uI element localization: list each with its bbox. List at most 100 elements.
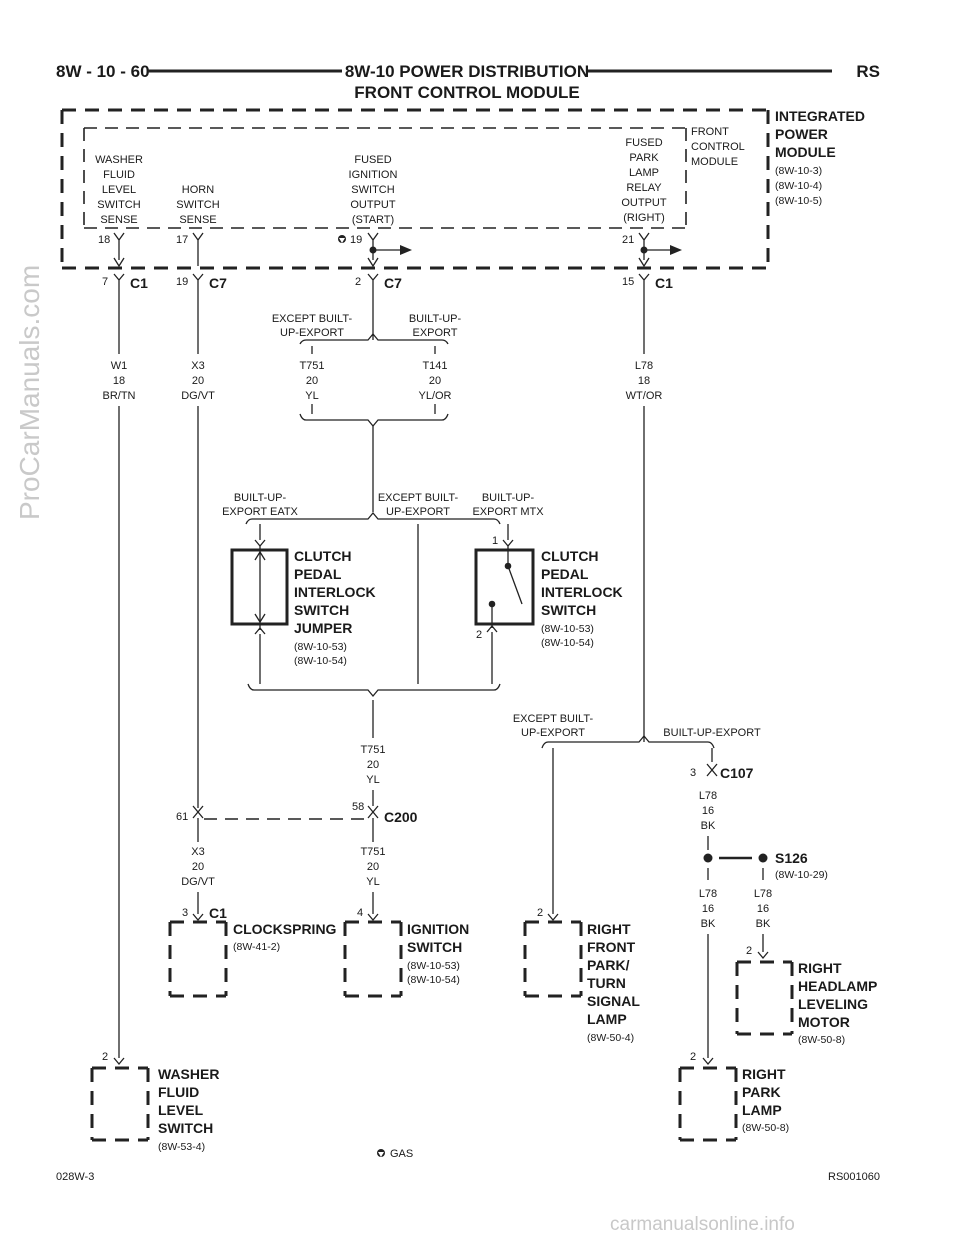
connector-fork-icon bbox=[113, 232, 650, 268]
svg-text:IGNITION: IGNITION bbox=[407, 921, 469, 937]
ignition-switch bbox=[343, 913, 403, 998]
svg-text:SENSE: SENSE bbox=[179, 214, 216, 226]
svg-text:20: 20 bbox=[306, 375, 318, 387]
svg-text:L78: L78 bbox=[754, 888, 772, 900]
svg-text:20: 20 bbox=[192, 375, 204, 387]
svg-text:FLUID: FLUID bbox=[103, 169, 135, 181]
svg-text:LEVELING: LEVELING bbox=[798, 996, 868, 1012]
svg-text:EXPORT: EXPORT bbox=[412, 327, 457, 339]
option-bracket-clutch-lower bbox=[247, 683, 501, 698]
ign-pin: 4 bbox=[357, 907, 363, 919]
option-bracket-top bbox=[299, 332, 449, 345]
rhm-pin: 2 bbox=[746, 945, 752, 957]
svg-text:HORN: HORN bbox=[182, 184, 214, 196]
svg-text:20: 20 bbox=[192, 861, 204, 873]
option-bue-mtx: BUILT-UP- EXPORT MTX bbox=[472, 492, 544, 518]
svg-text:FRONT: FRONT bbox=[691, 126, 729, 138]
rpl-pin: 2 bbox=[690, 1051, 696, 1063]
svg-text:(8W-10-53): (8W-10-53) bbox=[541, 623, 594, 635]
option-bracket-top-lower bbox=[299, 413, 449, 428]
svg-text:WT/OR: WT/OR bbox=[626, 390, 663, 402]
option-except-right: EXCEPT BUILT- UP-EXPORT bbox=[513, 713, 594, 739]
circuit-washer-label: WASHER FLUID LEVEL SWITCH SENSE bbox=[95, 154, 143, 226]
gas-label: GAS bbox=[390, 1148, 413, 1160]
svg-text:16: 16 bbox=[702, 903, 714, 915]
svg-text:(8W-10-54): (8W-10-54) bbox=[294, 655, 347, 667]
svg-text:POWER: POWER bbox=[775, 126, 828, 142]
svg-text:LAMP: LAMP bbox=[587, 1011, 627, 1027]
c107-connector bbox=[706, 763, 718, 777]
c1-left-connector: C1 bbox=[130, 275, 148, 291]
footer-right-code: RS001060 bbox=[828, 1171, 880, 1183]
svg-text:UP-EXPORT: UP-EXPORT bbox=[386, 506, 450, 518]
svg-text:SWITCH: SWITCH bbox=[541, 602, 596, 618]
svg-text:EXCEPT BUILT-: EXCEPT BUILT- bbox=[378, 492, 459, 504]
svg-text:CLUTCH: CLUTCH bbox=[541, 548, 599, 564]
option-bracket-clutch bbox=[245, 511, 501, 525]
svg-text:BR/TN: BR/TN bbox=[103, 390, 136, 402]
svg-text:UP-EXPORT: UP-EXPORT bbox=[521, 727, 585, 739]
wire-l78-c107-label: L78 16 BK bbox=[699, 790, 717, 832]
option-except-mid: EXCEPT BUILT- UP-EXPORT bbox=[378, 492, 459, 518]
svg-text:UP-EXPORT: UP-EXPORT bbox=[280, 327, 344, 339]
svg-text:X3: X3 bbox=[191, 360, 204, 372]
ipm-outline bbox=[60, 108, 770, 270]
svg-text:W1: W1 bbox=[111, 360, 128, 372]
rfl-pin: 2 bbox=[537, 907, 543, 919]
wire-x3-bot-label: X3 20 DG/VT bbox=[181, 846, 215, 888]
park-lamp bbox=[678, 1057, 738, 1142]
svg-text:RIGHT: RIGHT bbox=[587, 921, 631, 937]
svg-text:INTERLOCK: INTERLOCK bbox=[294, 584, 376, 600]
svg-text:SWITCH: SWITCH bbox=[158, 1120, 213, 1136]
svg-text:T751: T751 bbox=[360, 744, 385, 756]
model-code: RS bbox=[856, 62, 880, 81]
clutch-pin-1: 1 bbox=[492, 535, 498, 547]
wire-l78-lamp-label: L78 16 BK bbox=[699, 888, 717, 930]
clutch-jumper-label: CLUTCH PEDAL INTERLOCK SWITCH JUMPER (8W… bbox=[294, 548, 376, 667]
svg-text:TURN: TURN bbox=[587, 975, 626, 991]
svg-text:JUMPER: JUMPER bbox=[294, 620, 352, 636]
option-bracket-right bbox=[541, 734, 715, 749]
svg-text:CLUTCH: CLUTCH bbox=[294, 548, 352, 564]
wire-l78-s126-label: L78 16 BK bbox=[754, 888, 772, 930]
clutch-switch bbox=[474, 539, 535, 684]
c107-name: C107 bbox=[720, 765, 754, 781]
circuit-horn-label: HORN SWITCH SENSE bbox=[176, 184, 219, 226]
splice-dot-icon bbox=[703, 853, 768, 863]
svg-text:(8W-10-54): (8W-10-54) bbox=[407, 974, 460, 986]
svg-text:(RIGHT): (RIGHT) bbox=[623, 212, 665, 224]
c1-left-pin: 7 bbox=[102, 276, 108, 288]
svg-text:LAMP: LAMP bbox=[629, 167, 659, 179]
fcm-label: FRONT CONTROL MODULE bbox=[691, 126, 745, 168]
svg-text:T751: T751 bbox=[299, 360, 324, 372]
svg-text:OUTPUT: OUTPUT bbox=[350, 199, 396, 211]
svg-text:20: 20 bbox=[429, 375, 441, 387]
svg-text:20: 20 bbox=[367, 759, 379, 771]
svg-text:SIGNAL: SIGNAL bbox=[587, 993, 640, 1009]
svg-text:PEDAL: PEDAL bbox=[294, 566, 342, 582]
svg-text:OUTPUT: OUTPUT bbox=[621, 197, 667, 209]
headlamp-motor bbox=[735, 951, 794, 1036]
option-bue-top: BUILT-UP- EXPORT bbox=[409, 313, 462, 339]
svg-text:EXCEPT BUILT-: EXCEPT BUILT- bbox=[513, 713, 594, 725]
svg-text:BUILT-UP-: BUILT-UP- bbox=[482, 492, 535, 504]
svg-text:YL/OR: YL/OR bbox=[418, 390, 451, 402]
svg-text:(8W-10-5): (8W-10-5) bbox=[775, 195, 822, 207]
right-front-lamp bbox=[523, 913, 583, 998]
c1-right-pin: 15 bbox=[622, 276, 634, 288]
svg-text:EXPORT EATX: EXPORT EATX bbox=[222, 506, 298, 518]
svg-text:SWITCH: SWITCH bbox=[97, 199, 140, 211]
svg-text:DG/VT: DG/VT bbox=[181, 390, 215, 402]
wfl-pin: 2 bbox=[102, 1051, 108, 1063]
s126-name: S126 bbox=[775, 850, 808, 866]
svg-text:BK: BK bbox=[701, 820, 716, 832]
svg-text:PARK: PARK bbox=[629, 152, 659, 164]
svg-text:LEVEL: LEVEL bbox=[158, 1102, 204, 1118]
svg-text:16: 16 bbox=[757, 903, 769, 915]
svg-text:SWITCH: SWITCH bbox=[351, 184, 394, 196]
page-header: 8W - 10 - 60 8W-10 POWER DISTRIBUTION FR… bbox=[56, 62, 880, 102]
svg-text:18: 18 bbox=[638, 375, 650, 387]
pin-17: 17 bbox=[176, 234, 188, 246]
c200-pin-58: 58 bbox=[352, 801, 364, 813]
